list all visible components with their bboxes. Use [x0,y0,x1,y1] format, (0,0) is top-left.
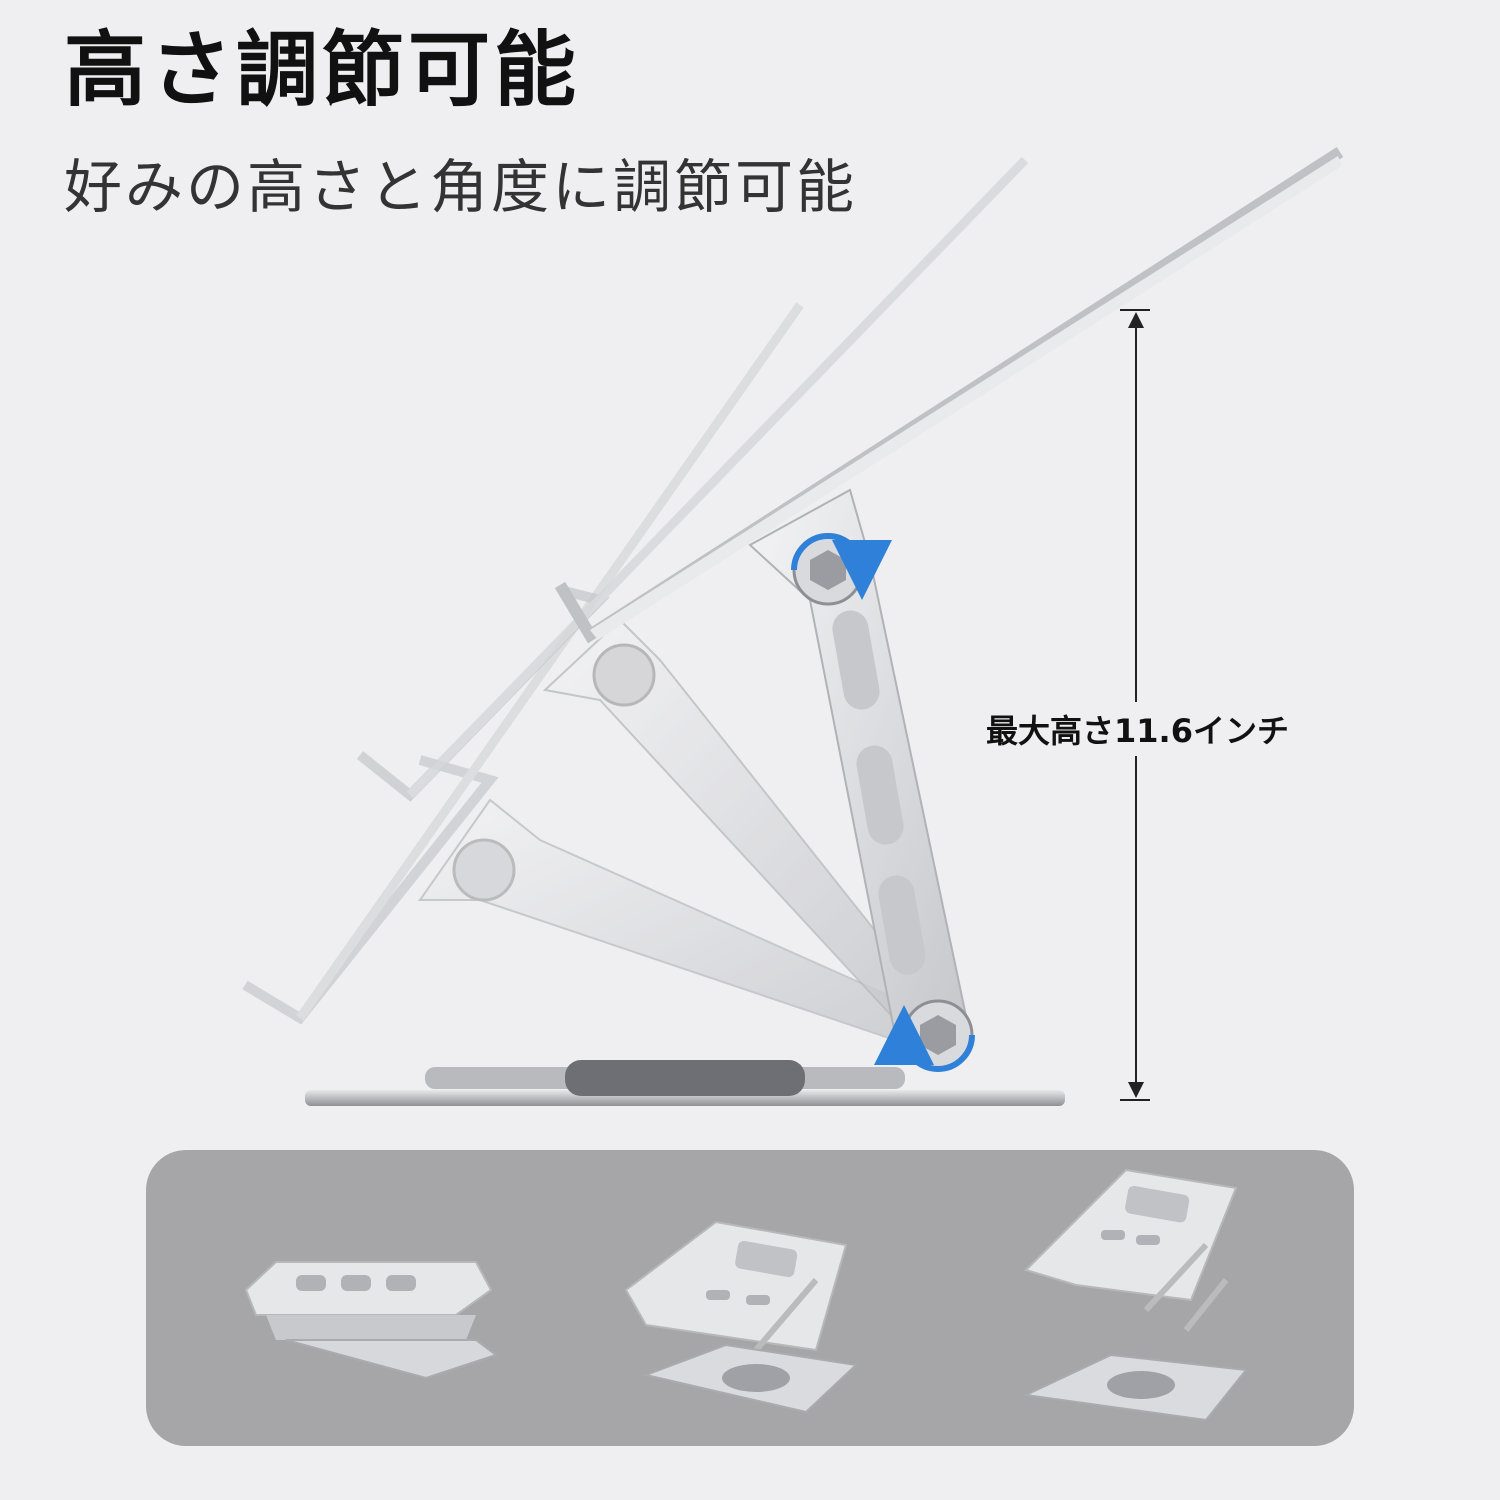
variant-folded [244,1261,499,1380]
hinge-bolt-icon [452,838,516,902]
variant-medium [624,1220,859,1414]
page-title: 高さ調節可能 [64,23,581,118]
arrow-down-icon [1128,1082,1144,1098]
ghost-stand-mid [356,156,1029,1027]
rotate-arrow-icon [874,1005,975,1072]
stand-base [305,1060,1065,1106]
hinge-bolt-icon [592,643,656,707]
arrow-up-icon [1128,312,1144,328]
main-stand [554,146,1344,1072]
page-subtitle: 好みの高さと角度に調節可能 [64,153,858,221]
variants-panel [146,1150,1354,1446]
max-height-label: 最大高さ11.6インチ [980,702,1295,756]
stand-side-diagram [242,146,1344,1106]
ghost-stand-low [242,302,912,1042]
rotate-arrow-icon [791,533,892,600]
variant-raised [1022,1168,1248,1422]
